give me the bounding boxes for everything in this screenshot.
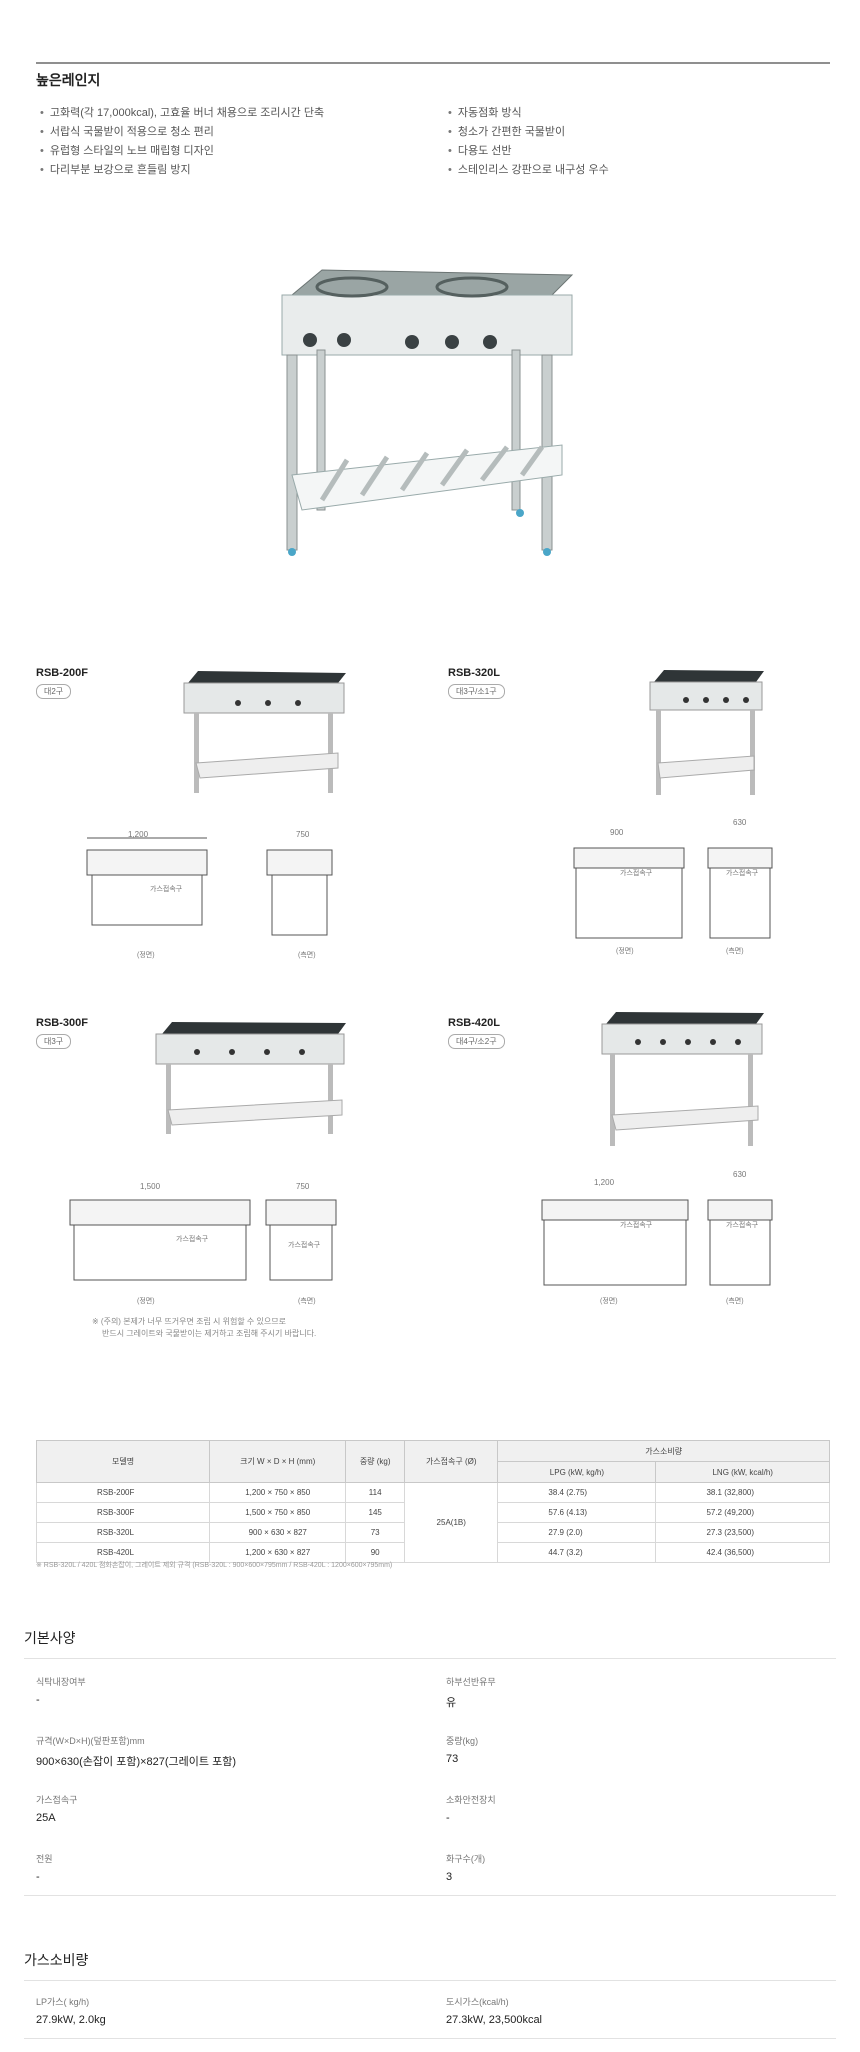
dim-width: 1,200 xyxy=(128,830,149,839)
col-weight: 중량 (kg) xyxy=(345,1440,406,1483)
feature-item: 다리부분 보강으로 흔들림 방지 xyxy=(40,161,324,180)
basic-spec-title: 기본사양 xyxy=(24,1630,76,1646)
front-drawing xyxy=(573,847,685,939)
side-view-label: (측면) xyxy=(726,1298,744,1305)
model-photo xyxy=(601,1012,764,1146)
front-drawing xyxy=(541,1199,689,1286)
spec-label: 중량(kg) xyxy=(446,1736,479,1746)
col-size: 크기 W × D × H (mm) xyxy=(209,1440,347,1483)
model-burner-tag: 대3구 xyxy=(36,1034,72,1049)
dim-width: 1,200 xyxy=(594,1178,615,1187)
feature-item: 청소가 간편한 국물받이 xyxy=(448,123,609,142)
divider xyxy=(24,1980,836,1981)
feature-item: 유럽형 스타일의 노브 매립형 디자인 xyxy=(40,142,324,161)
side-drawing xyxy=(707,1199,773,1286)
spec-value: 900×630(손잡이 포함)×827(그레이트 포함) xyxy=(36,1756,236,1768)
dim-depth: 750 xyxy=(296,1182,310,1191)
front-view-label: (정면) xyxy=(600,1298,618,1305)
front-drawing xyxy=(69,1199,251,1281)
dim-depth: 630 xyxy=(733,818,747,827)
model-photo xyxy=(183,671,346,793)
col-inlet: 가스접속구 (Ø) xyxy=(404,1440,499,1483)
model-burner-tag: 대3구/소1구 xyxy=(448,684,505,699)
spec-label: 가스접속구 xyxy=(36,1795,78,1805)
model-name: RSB-200F xyxy=(36,667,88,679)
spec-value: 유 xyxy=(446,1697,457,1709)
side-drawing xyxy=(707,847,773,939)
side-view-label: (측면) xyxy=(298,952,316,959)
spec-value: - xyxy=(36,1694,40,1706)
dim-width: 900 xyxy=(610,828,624,837)
spec-label: 화구수(개) xyxy=(446,1854,486,1864)
spec-value: 73 xyxy=(446,1753,459,1765)
dim-width: 1,500 xyxy=(140,1182,161,1191)
dim-depth: 750 xyxy=(296,830,310,839)
side-drawing xyxy=(265,1199,337,1281)
feature-list-right: 자동점화 방식 청소가 간편한 국물받이 다용도 선반 스테인리스 강판으로 내… xyxy=(448,104,609,180)
spec-value: 25A xyxy=(36,1812,56,1824)
col-model: 모델명 xyxy=(35,1440,211,1483)
product-title: 높은레인지 xyxy=(36,72,101,88)
top-divider xyxy=(36,62,830,64)
spec-value: - xyxy=(36,1871,40,1883)
spec-value: 3 xyxy=(446,1871,453,1883)
front-drawing xyxy=(86,837,208,926)
feature-list-left: 고화력(각 17,000kcal), 고효율 버너 채용으로 조리시간 단축 서… xyxy=(40,104,324,180)
spec-label: 도시가스(kcal/h) xyxy=(446,1997,509,2007)
feature-item: 서랍식 국물받이 적용으로 청소 편리 xyxy=(40,123,324,142)
inlet-value: 25A(1B) xyxy=(404,1482,499,1563)
feature-item: 스테인리스 강판으로 내구성 우수 xyxy=(448,161,609,180)
feature-item: 다용도 선반 xyxy=(448,142,609,161)
assembly-note: ※ (주의) 본제가 너무 뜨거우면 조립 시 위험할 수 있으므로 반드시 그… xyxy=(92,1317,317,1338)
model-name: RSB-320L xyxy=(448,667,500,679)
table-note: ※ RSB-320L / 420L 점화손잡이, 그레이트 제외 규격 (RSB… xyxy=(36,1562,393,1569)
product-image xyxy=(281,269,574,556)
front-view-label: (정면) xyxy=(616,948,634,955)
gas-inlet-label: 가스접속구 xyxy=(726,870,759,877)
model-burner-tag: 대2구 xyxy=(36,684,72,699)
gas-inlet-label: 가스접속구 xyxy=(620,1222,653,1229)
spec-value: 27.3kW, 23,500kcal xyxy=(446,2014,543,2026)
model-name: RSB-300F xyxy=(36,1017,88,1029)
feature-item: 자동점화 방식 xyxy=(448,104,609,123)
front-view-label: (정면) xyxy=(137,952,155,959)
front-view-label: (정면) xyxy=(137,1298,155,1305)
spec-label: 식탁내장여부 xyxy=(36,1677,86,1687)
model-burner-tag: 대4구/소2구 xyxy=(448,1034,505,1049)
col-lng: LNG (kW, kcal/h) xyxy=(655,1461,830,1483)
spec-label: 전원 xyxy=(36,1854,53,1864)
spec-value: 27.9kW, 2.0kg xyxy=(36,2014,106,2026)
gas-inlet-label: 가스접속구 xyxy=(288,1242,321,1249)
gas-inlet-label: 가스접속구 xyxy=(176,1236,209,1243)
gas-inlet-label: 가스접속구 xyxy=(726,1222,759,1229)
spec-table: 모델명 크기 W × D × H (mm) 중량 (kg) 가스접속구 (Ø) … xyxy=(35,1440,830,1563)
dim-depth: 630 xyxy=(733,1170,747,1179)
divider xyxy=(24,1895,836,1896)
model-photo xyxy=(155,1022,346,1134)
gas-consumption-title: 가스소비량 xyxy=(24,1952,89,1968)
spec-label: 하부선반유무 xyxy=(446,1677,496,1687)
spec-label: 소화안전장치 xyxy=(446,1795,496,1805)
spec-label: LP가스( kg/h) xyxy=(36,1997,90,2007)
side-drawing xyxy=(266,849,333,936)
gas-inlet-label: 가스접속구 xyxy=(150,886,183,893)
divider xyxy=(24,2038,836,2039)
divider xyxy=(24,1658,836,1659)
model-name: RSB-420L xyxy=(448,1017,500,1029)
side-view-label: (측면) xyxy=(298,1298,316,1305)
spec-label: 규격(W×D×H)(덮판포함)mm xyxy=(36,1736,145,1746)
col-consumption: 가스소비량 xyxy=(497,1440,830,1462)
feature-item: 고화력(각 17,000kcal), 고효율 버너 채용으로 조리시간 단축 xyxy=(40,104,324,123)
side-view-label: (측면) xyxy=(726,948,744,955)
col-lpg: LPG (kW, kg/h) xyxy=(497,1461,657,1483)
model-photo xyxy=(649,670,764,795)
spec-value: - xyxy=(446,1812,450,1824)
gas-inlet-label: 가스접속구 xyxy=(620,870,653,877)
